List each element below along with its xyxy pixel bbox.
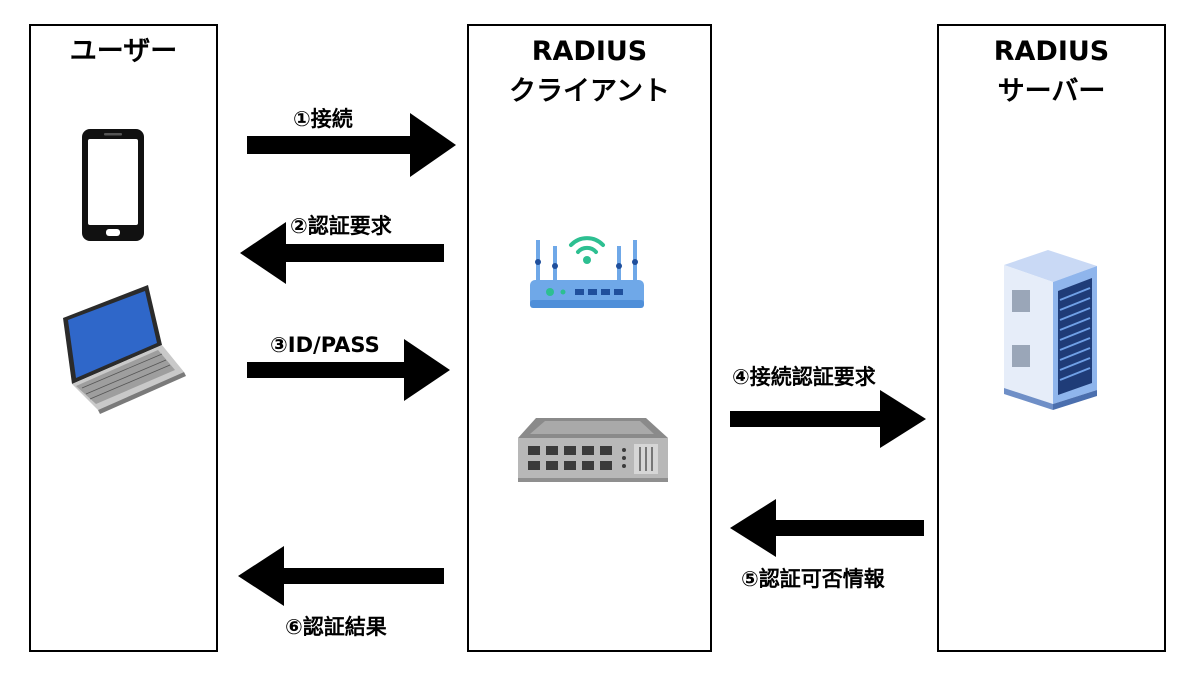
radius-server-column-title: RADIUS サーバー — [939, 32, 1164, 112]
step-4-arrow — [730, 390, 926, 448]
server-title-line2: サーバー — [997, 76, 1106, 107]
step-5-arrow — [730, 499, 924, 557]
laptop-icon — [63, 285, 186, 414]
wifi-router-icon — [530, 236, 644, 308]
radius-client-column: RADIUS クライアント — [467, 24, 712, 652]
client-title-line1: RADIUS — [531, 36, 648, 67]
user-title-line1: ユーザー — [69, 36, 178, 67]
step-2-label: ②認証要求 — [290, 214, 392, 238]
server-title-line1: RADIUS — [993, 36, 1110, 67]
step-2-arrow — [240, 222, 444, 284]
network-switch-icon — [518, 418, 668, 482]
step-4-label: ④接続認証要求 — [732, 365, 876, 389]
server-rack-icon — [1004, 250, 1097, 410]
radius-client-column-title: RADIUS クライアント — [469, 32, 710, 112]
step-3-arrow — [247, 339, 450, 401]
step-3-label: ③ID/PASS — [270, 333, 380, 357]
client-title-line2: クライアント — [509, 76, 670, 107]
step-5-label: ⑤認証可否情報 — [741, 567, 885, 591]
radius-server-column: RADIUS サーバー — [937, 24, 1166, 652]
smartphone-icon — [82, 129, 144, 241]
user-column-title: ユーザー — [31, 32, 216, 72]
step-1-label: ①接続 — [293, 107, 353, 131]
step-1-arrow — [247, 113, 456, 177]
step-6-label: ⑥認証結果 — [285, 615, 387, 639]
step-6-arrow — [238, 546, 444, 606]
